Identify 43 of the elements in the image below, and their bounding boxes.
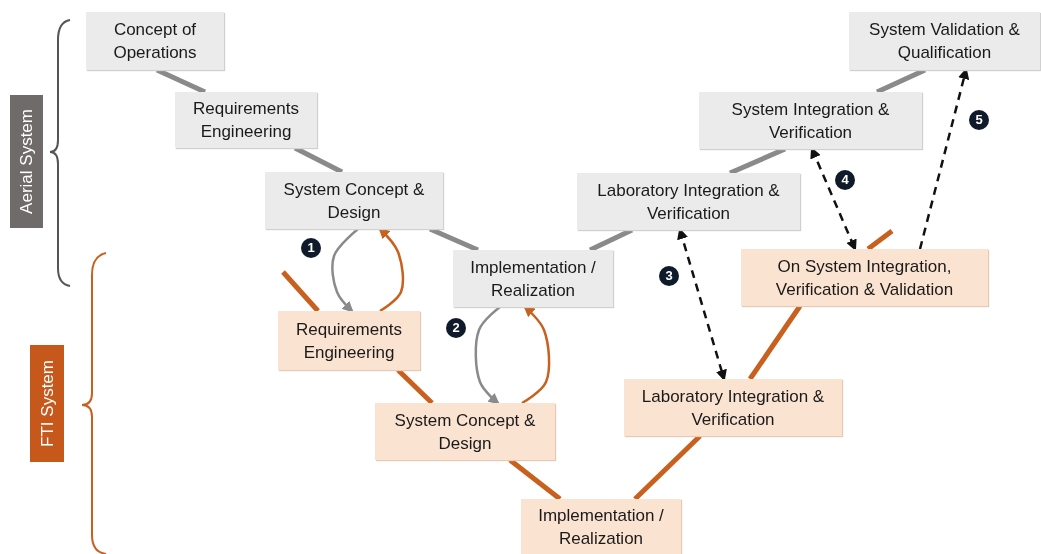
box-label: Implementation / Realization	[537, 504, 665, 550]
system-label-band	[30, 345, 64, 462]
connector-line	[747, 304, 803, 381]
box-label: Laboratory Integration & Verification	[596, 179, 781, 225]
band-label: FTI System	[36, 360, 58, 447]
process-box	[741, 249, 988, 306]
process-box	[577, 173, 800, 230]
process-box	[453, 250, 613, 307]
process-box	[175, 92, 317, 148]
cycle-arrow	[331, 228, 359, 313]
connector-line	[396, 368, 434, 405]
callout-number: 2	[446, 318, 466, 338]
connector-line	[633, 434, 702, 501]
process-box	[699, 92, 922, 149]
process-box	[278, 311, 420, 370]
process-box	[86, 12, 224, 70]
connector-line	[508, 458, 562, 501]
box-label: System Concept & Design	[282, 178, 426, 224]
box-label: System Integration & Verification	[730, 98, 891, 144]
callout-number: 1	[301, 238, 321, 258]
box-label: Requirements Engineering	[192, 98, 300, 143]
callout-number: 3	[659, 266, 679, 286]
box-label: Requirements Engineering	[295, 318, 403, 364]
cycle-arrow	[521, 305, 551, 405]
process-box	[375, 403, 555, 460]
band-label: Aerial System	[16, 109, 37, 214]
callout-number: 4	[835, 170, 855, 190]
callout-number: 5	[969, 110, 989, 130]
connector-line	[866, 229, 894, 251]
box-label: Concept of Operations	[112, 19, 198, 64]
cycle-arrow	[378, 227, 405, 313]
connector-line	[281, 270, 320, 313]
box-label: Laboratory Integration & Verification	[640, 385, 826, 431]
box-label: System Concept & Design	[393, 409, 537, 455]
box-label: On System Integration, Verification & Validation	[774, 255, 955, 301]
process-box	[265, 172, 443, 229]
box-label: System Validation & Qualification	[868, 19, 1021, 64]
cycle-arrow	[474, 306, 501, 405]
process-box	[521, 499, 681, 554]
system-label-band	[10, 95, 43, 228]
process-box	[624, 379, 842, 436]
process-box	[849, 12, 1040, 70]
box-label: Implementation / Realization	[469, 256, 597, 302]
